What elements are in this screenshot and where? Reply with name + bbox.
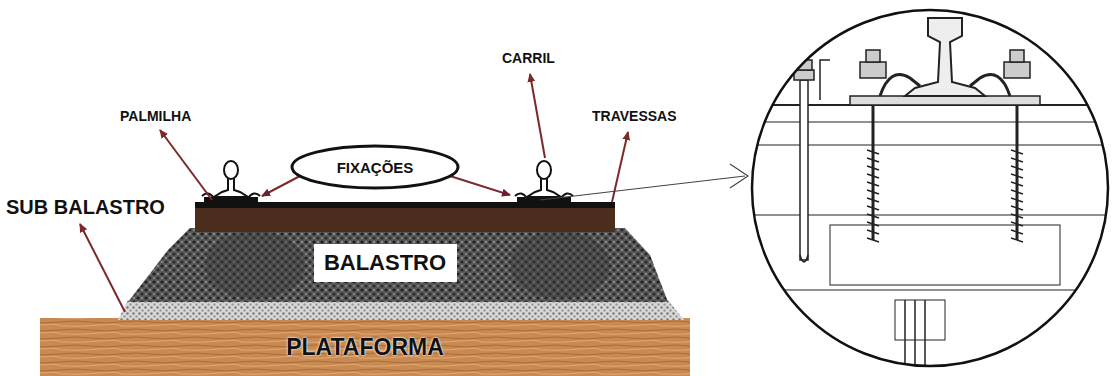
sub-ballast-label: SUB BALASTRO	[4, 196, 167, 219]
pad-label: PALMILHA	[118, 108, 193, 124]
detail-circle	[752, 10, 1108, 366]
fastening-detail	[740, 0, 1114, 376]
ballast-box: BALASTRO	[314, 244, 457, 282]
sleeper-label: TRAVESSAS	[590, 108, 679, 124]
node-text: PLATAFORMA	[286, 334, 444, 361]
rail-label: CARRIL	[500, 50, 557, 66]
detail-pointer	[540, 176, 745, 200]
node-text: FIXAÇÕES	[337, 159, 414, 176]
sleeper	[195, 206, 615, 232]
leader-lines	[80, 74, 628, 312]
platform-band-label: PLATAFORMA	[40, 318, 690, 376]
node-text: BALASTRO	[324, 250, 446, 276]
fastening-ellipse: FIXAÇÕES	[290, 144, 460, 190]
platform-band	[40, 318, 690, 376]
ballast-layer	[128, 228, 668, 302]
sub-ballast-layer	[118, 300, 684, 320]
